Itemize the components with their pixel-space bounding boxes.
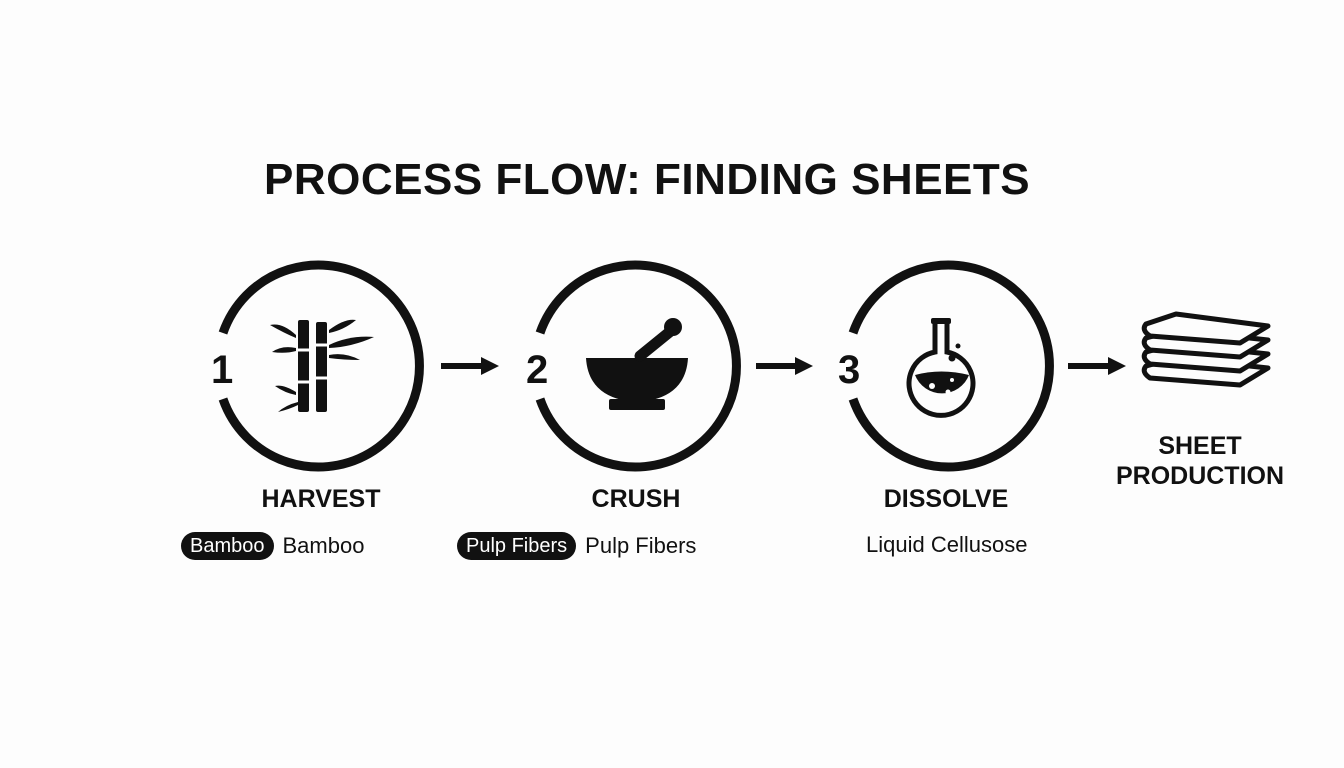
page-title: PROCESS FLOW: FINDING SHEETS [264, 155, 1031, 204]
stage-3-detail-text: Liquid Cellusose [866, 532, 1028, 557]
stage-3-ring [848, 260, 1054, 472]
stage-1-number: 1 [211, 348, 233, 392]
bamboo-icon [270, 319, 374, 412]
stage-2-detail-tag: Pulp Fibers [457, 532, 577, 560]
flask-icon [906, 318, 976, 418]
stage-2-label: CRUSH [591, 485, 681, 513]
stage-1-detail-text: Bamboo [282, 533, 365, 558]
final-stage-label: SHEET PRODUCTION [1110, 431, 1290, 491]
stage-3-label: DISSOLVE [883, 485, 1009, 513]
stage-2-detail: Pulp Fibers Pulp Fibers [457, 531, 696, 561]
stage-3-detail: Liquid Cellusose [866, 530, 1027, 560]
final-stage-label-line1: SHEET [1158, 432, 1242, 460]
stage-2-detail-text: Pulp Fibers [585, 533, 697, 558]
mortar-pestle-icon [586, 318, 688, 410]
stage-2-ring [535, 260, 741, 472]
stage-1-detail: Bamboo Bamboo [181, 531, 364, 561]
stage-1-detail-tag: Bamboo [181, 532, 274, 560]
stage-1-ring [218, 260, 424, 472]
final-stage-label-line2: PRODUCTION [1115, 462, 1285, 490]
stage-3-number: 3 [838, 348, 860, 392]
stacked-sheets-icon [1141, 311, 1271, 388]
stage-1-label: HARVEST [261, 485, 381, 513]
stage-2-number: 2 [526, 348, 548, 392]
